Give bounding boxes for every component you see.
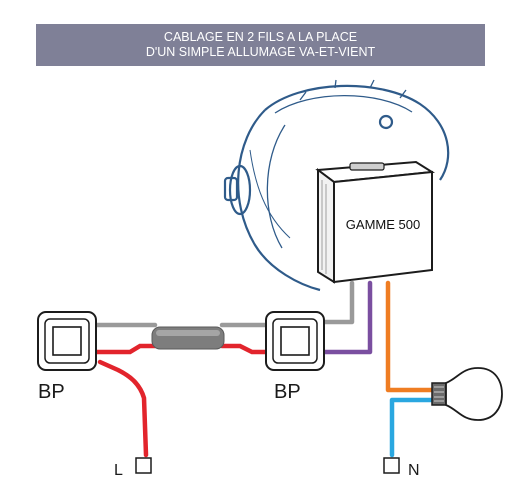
terminal-line-label: L — [114, 462, 123, 479]
header-banner: CABLAGE EN 2 FILS A LA PLACE D'UN SIMPLE… — [36, 24, 485, 66]
module-label: GAMME 500 — [346, 217, 420, 232]
box-shade-1 — [249, 149, 291, 239]
module-connector — [349, 162, 385, 171]
terminal-line-box — [135, 457, 152, 474]
box-screw — [378, 114, 394, 130]
wire-module-orange — [385, 280, 435, 393]
flush-box — [223, 79, 450, 292]
wire-red-right — [219, 343, 271, 355]
wire-neutral-blue — [389, 397, 443, 458]
box-rim-back — [264, 84, 450, 181]
lamp-bulb — [445, 367, 503, 421]
box-clip-left — [223, 176, 239, 202]
terminal-neutral-label: N — [408, 462, 420, 479]
traveler-cable — [93, 322, 271, 355]
box-rim-inner — [274, 95, 413, 114]
pushbutton-left-label: BP — [38, 381, 65, 403]
box-knockout-left — [228, 164, 252, 216]
wire-module-grey — [319, 280, 355, 325]
header-line-2: D'UN SIMPLE ALLUMAGE VA-ET-VIENT — [145, 45, 376, 59]
module-wires — [319, 280, 443, 458]
pushbutton-right — [265, 311, 325, 371]
wire-line-red — [97, 359, 149, 458]
wire-red-left — [93, 343, 158, 355]
lamp-icon — [431, 367, 503, 421]
box-body-inner — [266, 124, 286, 249]
cable-sheath-highlight — [156, 330, 220, 336]
wire-module-purple — [319, 280, 373, 355]
box-body-left — [237, 109, 321, 292]
pushbutton-right-key — [280, 326, 310, 356]
module-gamme-500: GAMME 500 — [315, 160, 436, 284]
box-ribs — [299, 79, 407, 101]
module-side-lines — [321, 180, 327, 274]
pushbutton-right-label: BP — [274, 381, 301, 403]
terminal-neutral-box — [383, 457, 400, 474]
pushbutton-left-key — [52, 326, 82, 356]
pushbutton-left — [37, 311, 97, 371]
lamp-base — [431, 382, 447, 406]
header-line-1: CABLAGE EN 2 FILS A LA PLACE — [163, 30, 358, 44]
lamp-thread — [434, 386, 444, 402]
module-front — [333, 170, 433, 284]
